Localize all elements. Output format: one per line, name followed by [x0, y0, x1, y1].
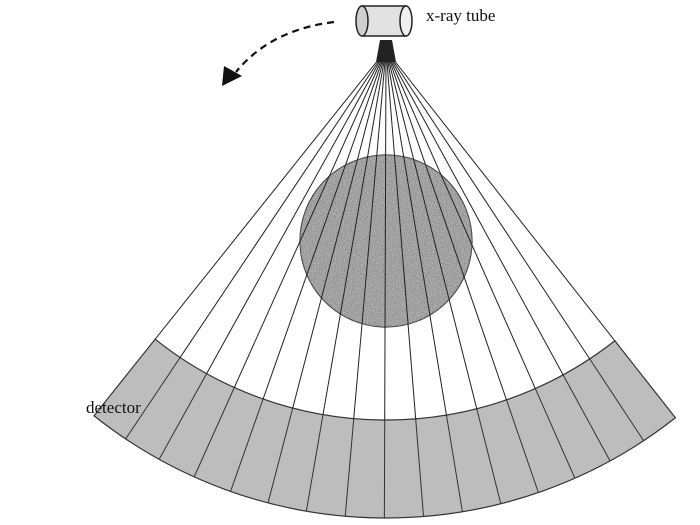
- detector-element-divider: [230, 398, 264, 492]
- x-ray-beam: [385, 49, 616, 342]
- x-ray-beam: [262, 49, 387, 400]
- detector-element-divider: [305, 414, 324, 512]
- x-ray-beams: [154, 40, 616, 420]
- detector-element-divider: [415, 418, 425, 517]
- x-ray-beam: [385, 49, 536, 389]
- x-ray-beam: [385, 49, 478, 409]
- x-ray-tube-icon: [355, 5, 413, 37]
- x-ray-tube-label: x-ray tube: [426, 6, 496, 25]
- rotation-arrow-icon: [222, 20, 335, 86]
- detector-element-divider: [534, 388, 576, 479]
- x-ray-beam: [385, 49, 564, 376]
- detector-element-divider: [562, 374, 611, 462]
- detector-array: [93, 338, 677, 519]
- detector-element-divider: [267, 407, 294, 504]
- x-ray-beam: [206, 49, 387, 374]
- detector-element-divider: [589, 358, 645, 441]
- detector-element-divider: [476, 408, 502, 504]
- detector-element-divider: [158, 373, 208, 460]
- beam-focal-spot: [376, 40, 396, 62]
- x-ray-beam: [385, 49, 507, 401]
- detector-element-divider: [193, 387, 235, 478]
- detector-element-divider: [344, 418, 355, 517]
- detector-element-divider: [125, 357, 181, 440]
- x-ray-beam: [384, 49, 387, 420]
- x-ray-beam: [385, 49, 417, 419]
- x-ray-beam: [179, 49, 387, 358]
- x-ray-beam: [385, 49, 447, 416]
- x-ray-beam: [322, 49, 387, 415]
- detector-label: detector: [86, 398, 141, 417]
- x-ray-beam: [292, 49, 387, 409]
- detector-element-divider: [445, 414, 463, 512]
- x-ray-beam: [385, 49, 591, 360]
- x-ray-beam: [233, 49, 387, 388]
- detector-element-divider: [505, 399, 539, 493]
- x-ray-beam: [353, 49, 387, 419]
- x-ray-beam: [154, 49, 387, 340]
